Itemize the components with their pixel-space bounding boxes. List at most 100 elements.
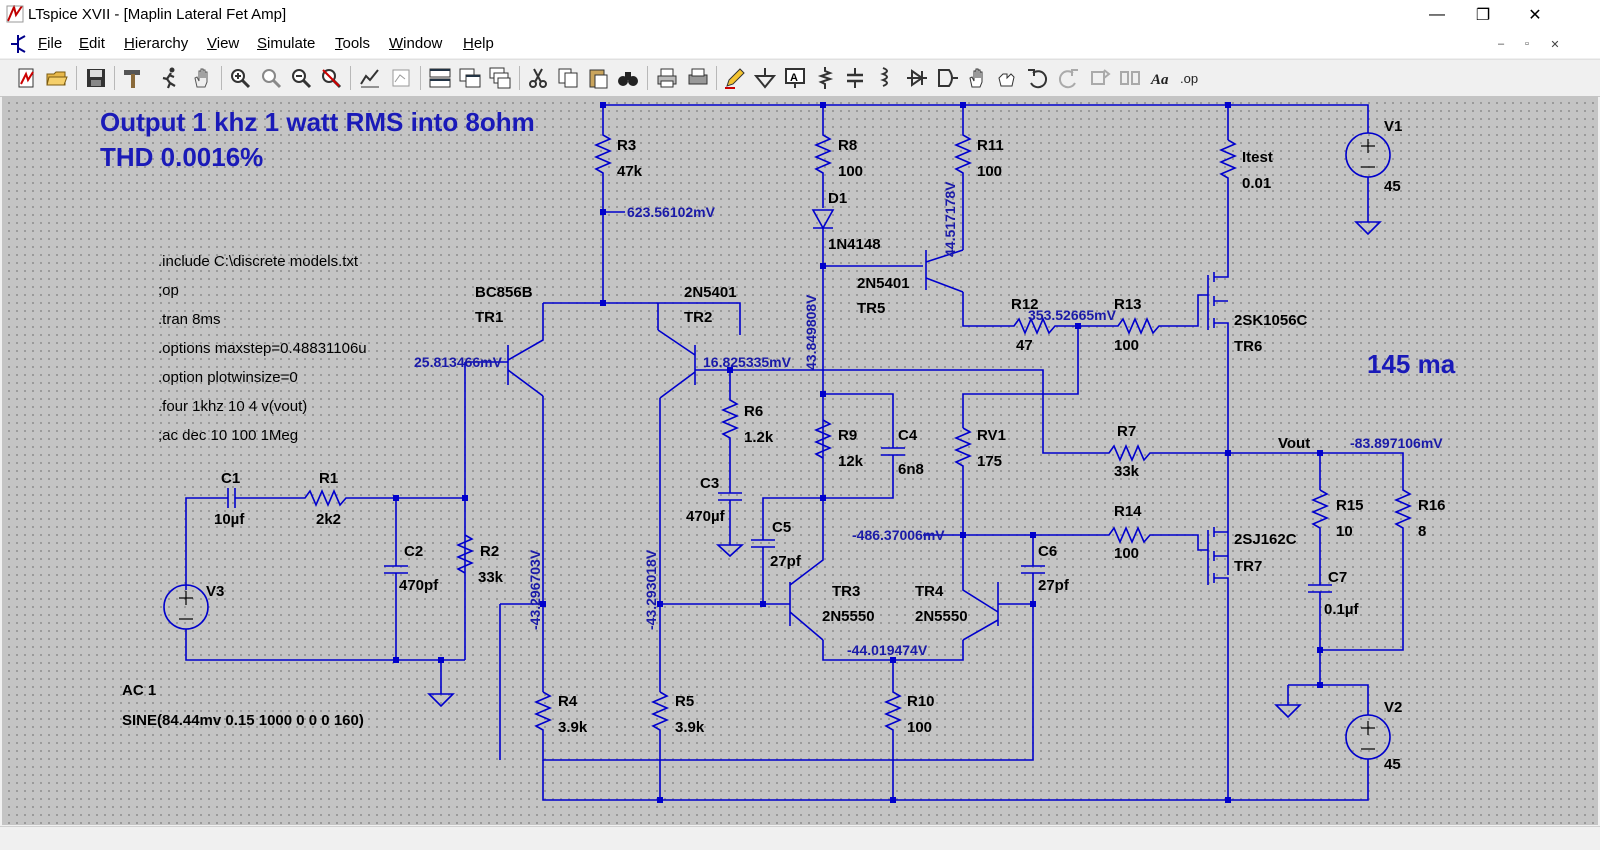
label-r2-value[interactable]: 33k <box>478 569 504 586</box>
label-r7-value[interactable]: 33k <box>1114 463 1140 480</box>
label-tr5-name[interactable]: TR5 <box>857 300 885 317</box>
draw-wire-pencil-icon[interactable] <box>723 66 747 90</box>
label-tr6-name[interactable]: TR6 <box>1234 338 1262 355</box>
find-binoculars-icon[interactable] <box>616 66 640 90</box>
label-r2-name[interactable]: R2 <box>480 543 499 560</box>
menu-view[interactable]: View <box>207 35 240 52</box>
new-schematic-icon[interactable] <box>15 66 39 90</box>
component-icon[interactable] <box>935 66 959 90</box>
label-r16-name[interactable]: R16 <box>1418 497 1446 514</box>
menu-simulate[interactable]: Simulate <box>257 35 316 52</box>
label-r16-value[interactable]: 8 <box>1418 523 1426 540</box>
run-simulation-icon[interactable] <box>157 66 181 90</box>
plot-settings-icon[interactable] <box>390 66 414 90</box>
label-r15-value[interactable]: 10 <box>1336 523 1353 540</box>
schematic-document-icon[interactable] <box>8 34 28 54</box>
close-button[interactable]: ✕ <box>1528 7 1542 24</box>
copy-icon[interactable] <box>556 66 580 90</box>
label-r9-name[interactable]: R9 <box>838 427 857 444</box>
spice-directive-op-icon[interactable]: .op <box>1180 66 1204 90</box>
label-r3-value[interactable]: 47k <box>617 163 643 180</box>
directive-ac[interactable]: ;ac dec 10 100 1Meg <box>158 427 298 444</box>
label-c3-value[interactable]: 470µf <box>686 508 726 525</box>
label-c3-name[interactable]: C3 <box>700 475 719 492</box>
undo-icon[interactable] <box>1025 66 1049 90</box>
cascade-icon[interactable] <box>488 66 512 90</box>
menu-tools[interactable]: Tools <box>335 35 371 52</box>
label-c5-name[interactable]: C5 <box>772 519 791 536</box>
label-r10-name[interactable]: R10 <box>907 693 935 710</box>
label-tr4-name[interactable]: TR4 <box>915 583 944 600</box>
print-setup-icon[interactable] <box>686 66 710 90</box>
label-r1-name[interactable]: R1 <box>319 470 338 487</box>
label-r7-name[interactable]: R7 <box>1117 423 1136 440</box>
label-v2-name[interactable]: V2 <box>1384 699 1402 716</box>
minimize-button[interactable]: — <box>1429 6 1445 23</box>
label-rv1-name[interactable]: RV1 <box>977 427 1006 444</box>
directive-include[interactable]: .include C:\discrete models.txt <box>158 253 359 270</box>
diode-icon[interactable] <box>905 66 929 90</box>
pan-icon[interactable] <box>259 66 283 90</box>
label-r11-name[interactable]: R11 <box>977 137 1004 154</box>
label-r6-value[interactable]: 1.2k <box>744 429 774 446</box>
label-r6-name[interactable]: R6 <box>744 403 763 420</box>
resistor-icon[interactable] <box>813 66 837 90</box>
net-label-vout[interactable]: Vout <box>1278 435 1310 452</box>
directive-options-maxstep[interactable]: .options maxstep=0.48831106u <box>158 340 367 357</box>
label-c1-name[interactable]: C1 <box>221 470 240 487</box>
label-tr5-value[interactable]: 2N5401 <box>857 275 910 292</box>
menu-edit[interactable]: Edit <box>79 35 105 52</box>
menu-hierarchy[interactable]: Hierarchy <box>124 35 189 52</box>
label-v3-name[interactable]: V3 <box>206 583 224 600</box>
halt-hand-icon[interactable] <box>190 66 214 90</box>
label-r1-value[interactable]: 2k2 <box>316 511 341 528</box>
directive-op[interactable]: ;op <box>158 282 179 299</box>
mdi-restore-button[interactable]: ▫ <box>1525 38 1529 50</box>
label-r12-name[interactable]: R12 <box>1011 296 1039 313</box>
label-tr7-value[interactable]: 2SJ162C <box>1234 531 1297 548</box>
label-r10-value[interactable]: 100 <box>907 719 932 736</box>
drag-hand-icon[interactable] <box>995 66 1019 90</box>
label-v1-value[interactable]: 45 <box>1384 178 1401 195</box>
label-c2-value[interactable]: 470pf <box>399 577 439 594</box>
label-tr1-value[interactable]: BC856B <box>475 284 533 301</box>
directive-four[interactable]: .four 1khz 10 4 v(vout) <box>158 398 307 415</box>
label-r9-value[interactable]: 12k <box>838 453 864 470</box>
label-tr6-value[interactable]: 2SK1056C <box>1234 312 1308 329</box>
label-c7-value[interactable]: 0.1µf <box>1324 601 1359 618</box>
tile-vertical-icon[interactable] <box>458 66 482 90</box>
label-tr3-name[interactable]: TR3 <box>832 583 860 600</box>
label-r8-value[interactable]: 100 <box>838 163 863 180</box>
tile-horizontal-icon[interactable] <box>428 66 452 90</box>
redo-icon[interactable] <box>1057 66 1081 90</box>
zoom-out-icon[interactable] <box>289 66 313 90</box>
label-tr2-value[interactable]: 2N5401 <box>684 284 737 301</box>
label-c4-name[interactable]: C4 <box>898 427 918 444</box>
paste-icon[interactable] <box>586 66 610 90</box>
label-r4-name[interactable]: R4 <box>558 693 578 710</box>
cut-scissors-icon[interactable] <box>526 66 550 90</box>
label-r12-value[interactable]: 47 <box>1016 337 1033 354</box>
label-d1-name[interactable]: D1 <box>828 190 847 207</box>
label-r15-name[interactable]: R15 <box>1336 497 1364 514</box>
source-sine-spec[interactable]: SINE(84.44mv 0.15 1000 0 0 0 160) <box>122 712 364 729</box>
maximize-button[interactable]: ❐ <box>1475 7 1491 24</box>
label-r14-name[interactable]: R14 <box>1114 503 1142 520</box>
label-r5-value[interactable]: 3.9k <box>675 719 705 736</box>
label-v2-value[interactable]: 45 <box>1384 756 1401 773</box>
autorange-icon[interactable] <box>358 66 382 90</box>
mdi-minimize-button[interactable]: – <box>1497 38 1505 50</box>
zoom-in-icon[interactable] <box>228 66 252 90</box>
label-r14-value[interactable]: 100 <box>1114 545 1139 562</box>
print-icon[interactable] <box>655 66 679 90</box>
label-itest-name[interactable]: Itest <box>1242 149 1273 166</box>
capacitor-icon[interactable] <box>843 66 867 90</box>
label-c7-name[interactable]: C7 <box>1328 569 1347 586</box>
label-r13-name[interactable]: R13 <box>1114 296 1142 313</box>
label-tr1-name[interactable]: TR1 <box>475 309 503 326</box>
label-r13-value[interactable]: 100 <box>1114 337 1139 354</box>
label-tr7-name[interactable]: TR7 <box>1234 558 1262 575</box>
inductor-icon[interactable] <box>873 66 897 90</box>
label-d1-value[interactable]: 1N4148 <box>828 236 881 253</box>
label-tr2-name[interactable]: TR2 <box>684 309 712 326</box>
